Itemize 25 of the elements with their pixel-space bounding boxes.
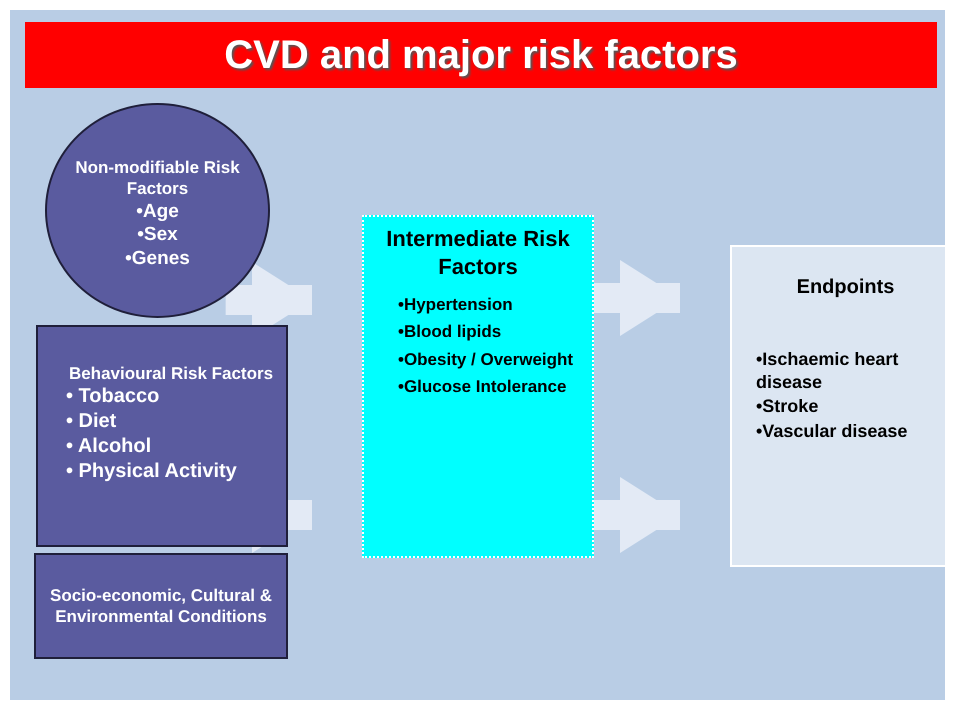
- intermediate-factors-box: [362, 215, 594, 558]
- list-item: • Tobacco: [66, 384, 160, 410]
- heading: Intermediate Risk Factors: [385, 225, 571, 280]
- list-item: •Hypertension: [398, 294, 514, 316]
- list-item: •Genes: [124, 247, 191, 271]
- block-arrow: [594, 477, 680, 553]
- heading: Socio-economic, Cultural & Environmental Conditions: [49, 584, 273, 628]
- heading: Behavioural Risk Factors: [68, 363, 274, 384]
- list-item: • Physical Activity: [66, 459, 238, 484]
- heading: Non-modifiable Risk Factors: [74, 157, 241, 200]
- list-item: •Ischaemic heart disease: [756, 348, 900, 393]
- list-item: •Blood lipids: [398, 321, 502, 342]
- list-item: •Obesity / Overweight: [398, 348, 574, 370]
- list-item: •Sex: [136, 223, 179, 247]
- list-item: •Glucose Intolerance: [398, 376, 568, 397]
- list-item: •Vascular disease: [756, 420, 908, 442]
- risk-factor-box: [34, 553, 288, 659]
- risk-factor-box: [36, 325, 288, 547]
- title: CVD and major risk factors: [25, 22, 937, 88]
- list-item: • Diet: [66, 409, 118, 434]
- heading: Endpoints: [796, 275, 896, 300]
- endpoints-box: [730, 245, 947, 567]
- list-item: •Stroke: [756, 395, 820, 418]
- list-item: • Alcohol: [66, 434, 152, 460]
- list-item: •Age: [135, 200, 180, 224]
